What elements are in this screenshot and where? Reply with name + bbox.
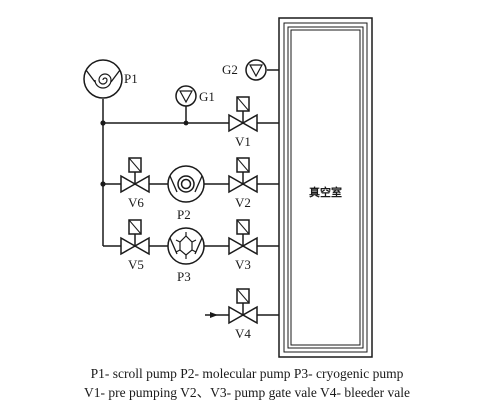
- label-vacuum-chamber: 真空室: [309, 185, 342, 199]
- label-g1: G1: [199, 89, 215, 104]
- valve-v2: [228, 157, 258, 194]
- molecular-pump-p2: [167, 165, 205, 203]
- junction-dot: [100, 120, 106, 126]
- junction-dot: [100, 181, 106, 187]
- vacuum-chamber: [278, 17, 373, 358]
- label-v3: V3: [235, 257, 251, 272]
- scroll-pump-p1: [83, 59, 123, 99]
- valve-v5: [120, 219, 150, 256]
- label-p1: P1: [124, 71, 138, 86]
- valve-v4: [228, 288, 258, 325]
- label-p2: P2: [177, 207, 191, 222]
- label-v5: V5: [128, 257, 144, 272]
- label-p3: P3: [177, 269, 191, 284]
- label-v1: V1: [235, 134, 251, 149]
- label-g2: G2: [222, 62, 238, 77]
- caption-pumps: P1- scroll pump P2- molecular pump P3- c…: [90, 366, 404, 381]
- junction-dot: [183, 120, 189, 126]
- bleed-arrow: [210, 312, 218, 318]
- label-v2: V2: [235, 195, 251, 210]
- label-v6: V6: [128, 195, 144, 210]
- valve-v3: [228, 219, 258, 256]
- caption-valves: V1- pre pumping V2、V3- pump gate vale V4…: [83, 385, 411, 400]
- valve-v1: [228, 96, 258, 133]
- cryogenic-pump-p3: [167, 227, 205, 265]
- gauge-g1: [175, 85, 197, 107]
- gauge-g2: [245, 59, 267, 81]
- valve-v6: [120, 157, 150, 194]
- label-v4: V4: [235, 326, 251, 341]
